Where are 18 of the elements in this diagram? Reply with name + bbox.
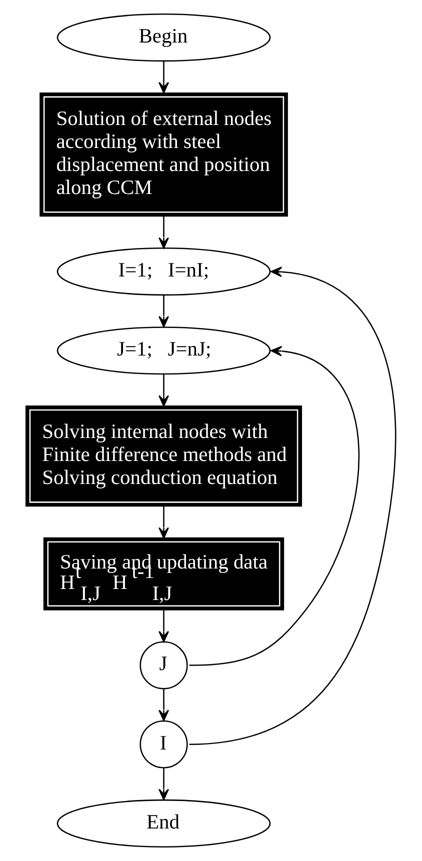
arrow [158, 610, 169, 642]
node-circle: J [140, 641, 188, 690]
arrow [158, 768, 169, 800]
arrow [158, 61, 169, 94]
node-box: Solution of external nodes according with steel displacement and position along CCM [40, 92, 288, 217]
arrow [158, 689, 169, 722]
node-ellipse: Begin [56, 14, 271, 62]
node-circle: I [140, 720, 188, 768]
node-box: Solving internal nodes with Finite difference methods and Solving conduction equation [25, 406, 302, 507]
arrow [189, 266, 396, 746]
arrow [158, 506, 169, 539]
arrow [158, 216, 169, 249]
arrow [158, 295, 169, 328]
arrow [158, 374, 169, 407]
arrow [189, 346, 360, 666]
node-ellipse: I=1; I=nI; [56, 248, 271, 296]
node-ellipse: End [56, 799, 271, 848]
node-ellipse: J=1; J=nJ; [56, 326, 271, 375]
